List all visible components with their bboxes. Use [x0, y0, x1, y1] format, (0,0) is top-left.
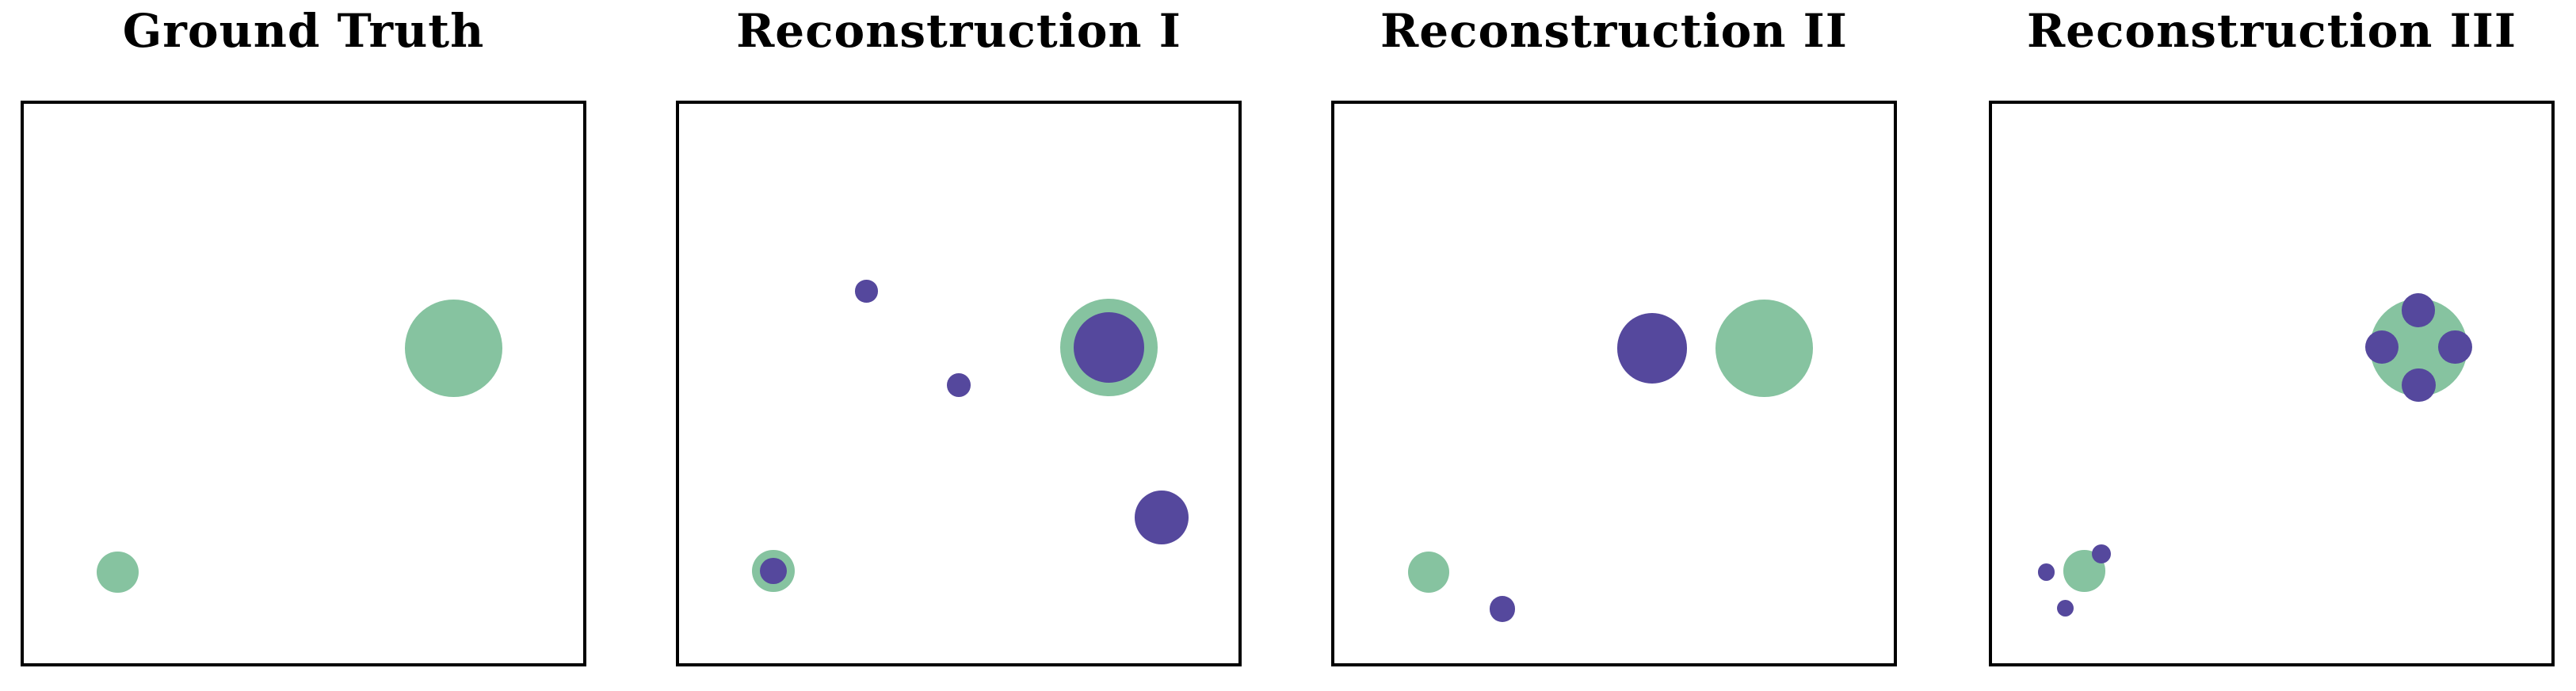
scatter-point-purple [1489, 596, 1516, 622]
scatter-point-purple [2092, 544, 2112, 563]
scatter-point-purple [2438, 330, 2472, 365]
panel-title-reconstruction-3: Reconstruction III [2026, 4, 2517, 58]
scatter-point-green [97, 551, 139, 594]
panel-reconstruction-1 [676, 101, 1242, 666]
panel-title-reconstruction-2: Reconstruction II [1380, 4, 1848, 58]
scatter-point-purple [2402, 368, 2436, 403]
scatter-point-green [1408, 551, 1450, 594]
panel-title-reconstruction-1: Reconstruction I [736, 4, 1181, 58]
scatter-point-purple [760, 557, 788, 585]
scatter-point-green [1715, 300, 1813, 397]
scatter-point-green [404, 300, 502, 397]
panel-ground-truth [21, 101, 586, 666]
scatter-point-purple [855, 280, 878, 303]
scatter-point-purple [2056, 599, 2074, 617]
scatter-point-purple [1135, 490, 1189, 544]
scatter-point-purple [947, 373, 971, 397]
scatter-point-purple [2401, 293, 2436, 327]
panel-title-ground-truth: Ground Truth [122, 4, 485, 58]
scatter-point-purple [2364, 330, 2399, 365]
scatter-point-purple [1073, 311, 1144, 383]
scatter-point-purple [2037, 563, 2055, 581]
scatter-point-purple [1616, 313, 1688, 384]
panel-reconstruction-2 [1331, 101, 1897, 666]
panel-reconstruction-3 [1989, 101, 2555, 666]
